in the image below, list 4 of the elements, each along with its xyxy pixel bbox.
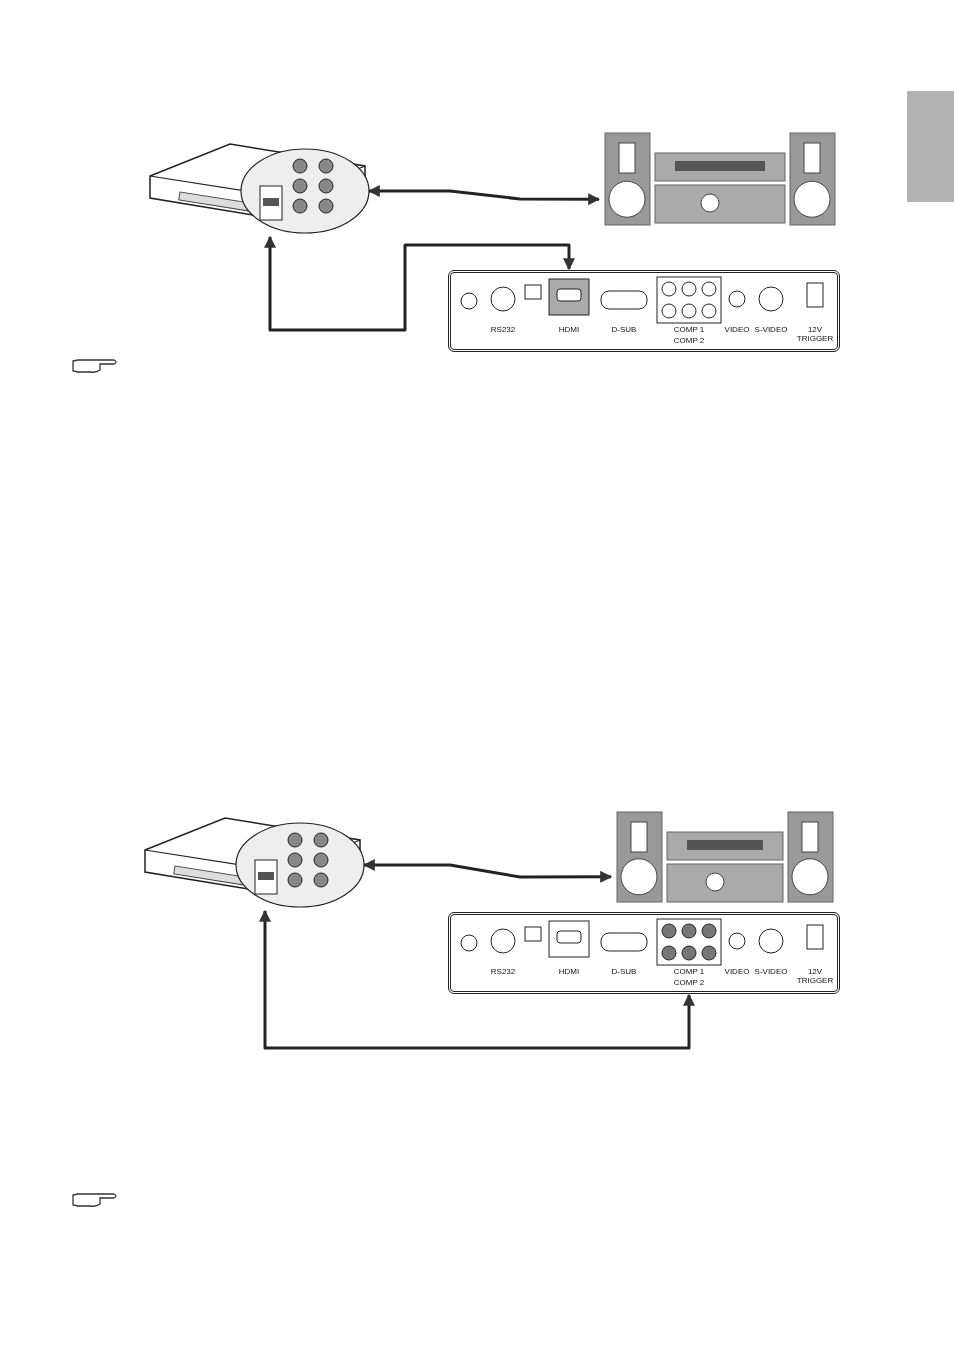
port-label: VIDEO (723, 325, 751, 334)
cable (259, 909, 695, 1050)
port-label: VIDEO (723, 967, 751, 976)
cable (264, 235, 575, 332)
